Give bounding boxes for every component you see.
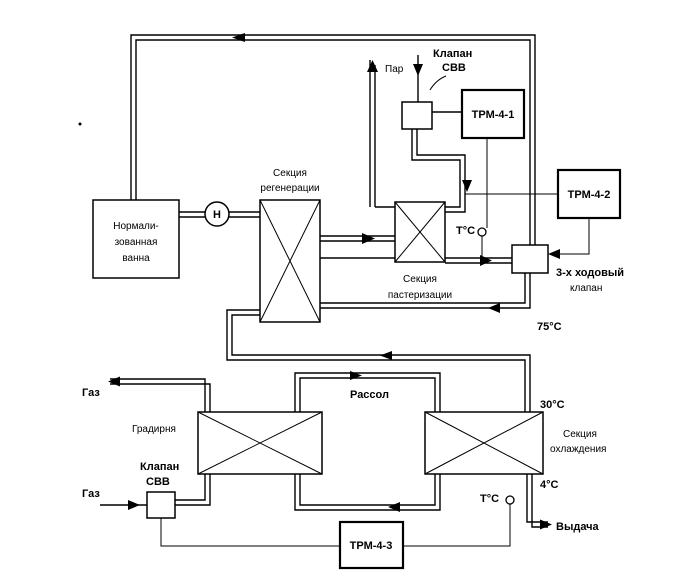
cooling-section: 30°C Секция охлаждения 4°C Выдача — [424, 399, 606, 533]
valve-bot-label-1: Клапан — [140, 461, 179, 473]
valve-bot-label-2: СВВ — [146, 476, 170, 488]
trm-4-3-controller: ТРМ-4-3 — [338, 520, 405, 570]
trm3-label: ТРМ-4-3 — [350, 540, 393, 552]
valve-bottom-group: Клапан СВВ Газ — [82, 461, 340, 547]
cooler-label: Градирня — [132, 424, 176, 435]
temp-sensor-1: T°C — [445, 225, 512, 266]
top-return-pipe — [130, 33, 536, 245]
trm2-label: ТРМ-4-2 — [568, 189, 611, 201]
brine-label: Рассол — [350, 389, 389, 401]
steam-valve-group: Пар Клапан СВВ — [367, 48, 472, 213]
temp4-label: 4°C — [540, 479, 559, 491]
steam-label: Пар — [385, 64, 404, 75]
valve-top-label-1: Клапан — [433, 48, 472, 60]
trm1-label: ТРМ-4-1 — [472, 109, 515, 121]
temp-sensor-label: T°C — [456, 225, 475, 237]
temp30-label: 30°C — [540, 399, 565, 411]
regen-label-2: регенерации — [260, 183, 319, 194]
gas-top-label: Газ — [82, 387, 100, 399]
output-label: Выдача — [556, 521, 600, 533]
three-way-label-2: клапан — [570, 283, 602, 294]
trm-4-2-controller: ТРМ-4-2 — [465, 168, 622, 259]
brine-loop: Рассол — [294, 371, 441, 512]
regen-label-1: Секция — [273, 168, 307, 179]
pump: Н — [179, 201, 260, 227]
norm-label-3: ванна — [122, 253, 150, 264]
past-label-2: пастеризации — [388, 290, 452, 301]
valve-top — [401, 101, 433, 130]
temp75-label: 75°C — [537, 321, 562, 333]
gas-bottom-label: Газ — [82, 488, 100, 500]
valve-bottom — [146, 491, 176, 519]
cool-label-1: Секция — [563, 429, 597, 440]
norm-label-2: зованная — [115, 237, 158, 248]
normalization-bath: Нормали- зованная ванна — [92, 199, 180, 279]
pump-label: Н — [213, 209, 221, 221]
cool-label-2: охлаждения — [550, 444, 606, 455]
past-label-1: Секция — [403, 274, 437, 285]
stray-dot — [78, 122, 82, 126]
norm-label-1: Нормали- — [113, 221, 159, 232]
temp-sensor-2-label: T°C — [480, 493, 499, 505]
valve-top-label-2: СВВ — [442, 62, 466, 74]
three-way-valve: 3-х ходовый клапан 75°C — [320, 244, 624, 333]
temp-sensor-2: T°C — [403, 493, 515, 547]
pasteurization-section: Секция пастеризации — [388, 201, 452, 301]
regeneration-section: Секция регенерации — [259, 168, 321, 323]
regen-to-cooling-pipes — [226, 309, 531, 415]
regen-past-pipes — [320, 233, 395, 259]
three-way-label-1: 3-х ходовый — [556, 267, 624, 279]
cooling-tower: Градирня Газ — [82, 376, 323, 475]
trm-4-1-controller: ТРМ-4-1 — [460, 88, 526, 228]
